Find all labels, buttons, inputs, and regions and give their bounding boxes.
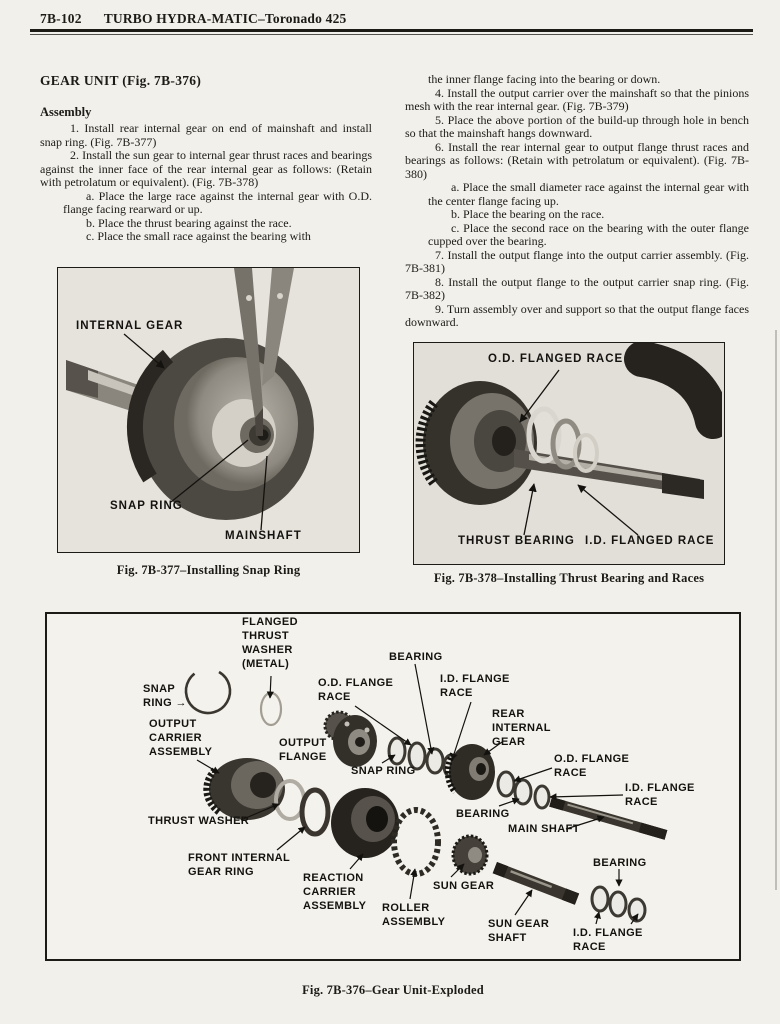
step-5: 5. Place the above portion of the build-… [405,112,749,140]
step-2a: a. Place the large race against the inte… [63,188,372,216]
sun-gear-shaft-part [492,862,580,905]
step-8: 8. Install the output flange to the outp… [405,274,749,302]
front-internal-gear-ring-part [299,787,331,837]
figure-7b-377: INTERNAL GEAR SNAP RING MAINSHAFT [57,267,360,553]
left-column: GEAR UNIT (Fig. 7B-376) Assembly 1. Inst… [40,66,372,244]
label-bearing-mid: BEARING [456,808,510,820]
output-carrier-assembly-part [203,758,285,820]
gear-unit-exploded-art [184,663,668,925]
scan-artifact-line [775,330,777,890]
label-snap-ring: SNAP RING [110,500,183,512]
label-id-flange-race-bottom: I.D. FLANGE RACE [573,927,643,953]
label-bearing-bottom: BEARING [593,857,647,869]
main-shaft-part [549,796,668,840]
label-id-flanged-race: I.D. FLANGED RACE [585,535,715,547]
step-2b: b. Place the thrust bearing against the … [86,215,292,230]
shaft-part [514,449,704,499]
step-6b: b. Place the bearing on the race. [451,207,605,221]
header-title: TURBO HYDRA-MATIC–Toronado 425 [103,11,347,26]
label-id-flange-race-top: I.D. FLANGE RACE [440,673,510,699]
figure-7b-378-caption: Fig. 7B-378–Installing Thrust Bearing an… [433,571,705,585]
leader-lines [196,663,639,925]
step-7: 7. Install the output flange into the ou… [405,247,749,275]
label-id-flange-race-right: I.D. FLANGE RACE [625,782,695,808]
step-4: 4. Install the output carrier over the m… [405,85,749,113]
step-6: 6. Install the rear internal gear to out… [405,139,749,181]
section-title: GEAR UNIT (Fig. 7B-376) [40,73,202,88]
label-snap-ring-center: SNAP RING [351,765,416,777]
step-2c-cont: the inner flange facing into the bearing… [428,72,661,86]
label-od-flange-race-top: O.D. FLANGE RACE [318,677,394,703]
leader-lines [123,333,268,531]
leader-lines [519,369,639,536]
label-reaction-carrier-assembly: REACTION CARRIER ASSEMBLY [303,872,367,912]
snap-ring-pliers [234,268,294,436]
bearing-race-row-bottom [590,885,647,923]
label-internal-gear: INTERNAL GEAR [76,320,184,332]
step-6c: c. Place the second race on the bearing … [428,220,749,248]
step-6a: a. Place the small diameter race against… [428,180,749,208]
label-rear-internal-gear: REAR INTERNAL GEAR [492,708,551,748]
right-column: the inner flange facing into the bearing… [405,66,749,330]
step-1: 1. Install rear internal gear on end of … [40,121,372,149]
label-od-flanged-race: O.D. FLANGED RACE [488,353,624,365]
label-thrust-bearing: THRUST BEARING [458,535,575,547]
header-rule-thin [30,33,753,35]
sun-gear-part [451,834,489,876]
internal-gear-part [126,338,314,520]
label-thrust-washer: THRUST WASHER [148,815,250,827]
label-output-flange: OUTPUT FLANGE [279,737,327,763]
flanged-thrust-washer-part [259,691,283,727]
thrust-bearing-photo-art [415,343,722,536]
label-main-shaft: MAIN SHAFT [508,823,580,835]
label-mainshaft: MAINSHAFT [225,530,302,542]
header-rule [30,29,753,32]
label-snap-ring-left: SNAP RING → [143,683,187,709]
label-od-flange-race-right: O.D. FLANGE RACE [554,753,630,779]
reaction-carrier-assembly-part [331,788,399,858]
figure-7b-378: O.D. FLANGED RACE THRUST BEARING I.D. FL… [413,342,725,565]
page-header: 7B-102 TURBO HYDRA-MATIC–Toronado 425 [40,11,752,27]
label-flanged-thrust-washer: FLANGED THRUST WASHER (METAL) [242,616,298,670]
races-and-bearing-parts [526,406,599,473]
step-2: 2. Install the sun gear to internal gear… [40,148,372,189]
geared-drum-part [415,381,537,505]
page-number: 7B-102 [40,11,82,26]
label-sun-gear: SUN GEAR [433,880,495,892]
label-sun-gear-shaft: SUN GEAR SHAFT [488,918,550,944]
step-9: 9. Turn assembly over and support so tha… [405,301,749,329]
subsection-title: Assembly [40,105,92,119]
label-front-internal-gear-ring: FRONT INTERNAL GEAR RING [188,852,291,878]
dark-flange-in-hand [624,343,722,439]
snap-ring-race-bearing-row [387,736,460,779]
snap-ring-part [184,667,232,715]
label-roller-assembly: ROLLER ASSEMBLY [382,902,446,928]
figure-7b-377-caption: Fig. 7B-377–Installing Snap Ring [116,563,301,577]
rear-internal-gear-part [444,744,495,800]
snap-ring-photo-art [66,268,314,531]
label-bearing-top: BEARING [389,651,443,663]
figure-7b-376: FLANGED THRUST WASHER (METAL) SNAP RING … [45,612,741,961]
output-flange-part [323,710,377,767]
label-output-carrier-assembly: OUTPUT CARRIER ASSEMBLY [149,718,213,758]
figure-7b-376-caption: Fig. 7B-376–Gear Unit-Exploded [302,983,484,997]
step-2c: c. Place the small race against the bear… [86,229,311,243]
roller-assembly-part [391,807,441,877]
